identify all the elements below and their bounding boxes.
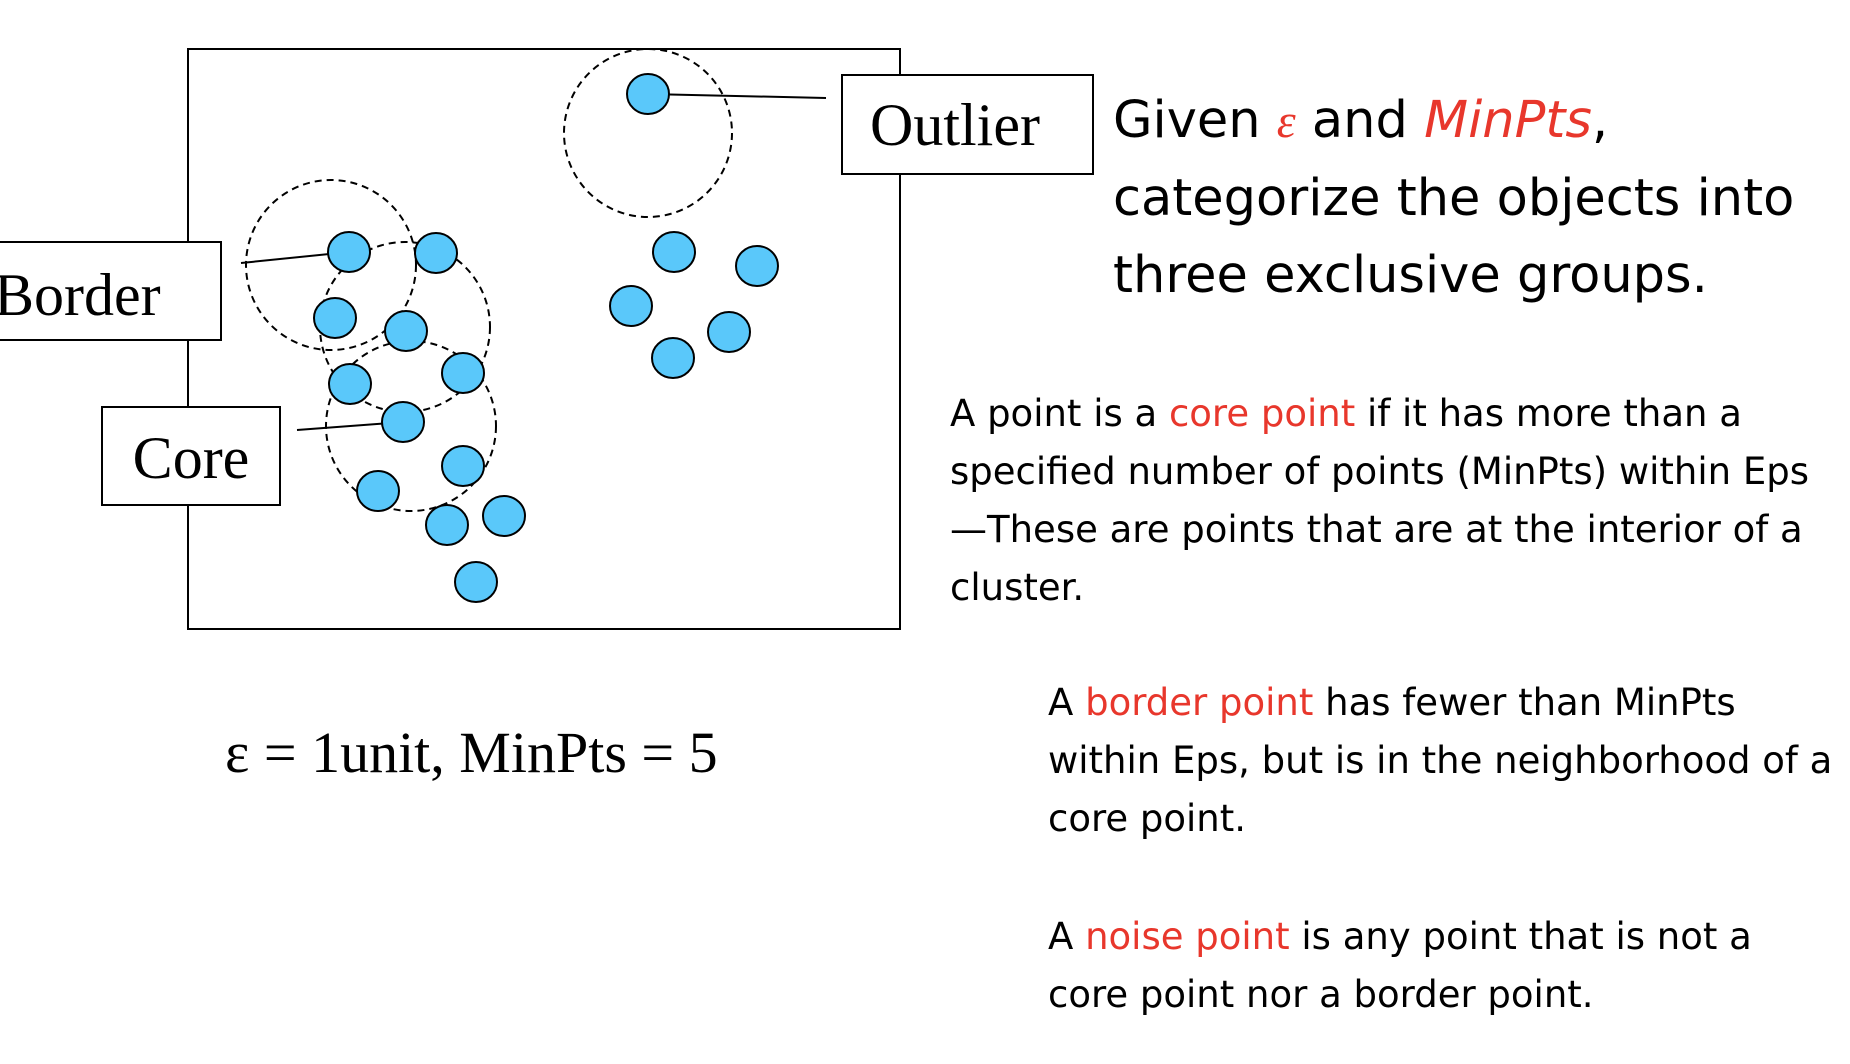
border-def-after: has fewer than MinPts within Eps, but is… (1048, 681, 1833, 840)
data-point (482, 495, 526, 537)
border-point-term: border point (1085, 681, 1314, 724)
data-point (384, 310, 428, 352)
core-point-term: core point (1168, 392, 1356, 435)
core-def-after: if it has more than a specified number o… (950, 392, 1809, 609)
parameter-values: ε = 1unit, MinPts = 5 (225, 720, 718, 785)
noise-point-term: noise point (1085, 915, 1290, 958)
core-label-frame (101, 406, 281, 506)
data-point (425, 504, 469, 546)
border-def-before: A (1048, 681, 1086, 724)
core-point-definition: A point is a core point if it has more t… (950, 385, 1830, 617)
outlier-neighborhood (563, 48, 733, 218)
noise-point-definition: A noise point is any point that is not a… (1048, 908, 1838, 1024)
core-label-box: Core (101, 406, 281, 506)
data-point (626, 73, 670, 115)
data-point (652, 231, 696, 273)
outlier-label-frame (841, 74, 1094, 175)
heading-minpts: MinPts (1424, 91, 1592, 150)
data-point (414, 232, 458, 274)
epsilon-neighborhoods (245, 48, 733, 512)
data-point (356, 470, 400, 512)
data-point (609, 285, 653, 327)
data-point (441, 352, 485, 394)
core-label: Core (133, 425, 250, 491)
outlier-label: Outlier (870, 92, 1040, 158)
heading-prefix: Given (1113, 91, 1277, 150)
data-point (454, 561, 498, 603)
outlier-callout-line (647, 93, 827, 99)
data-point (651, 337, 695, 379)
border-label: Border (0, 262, 161, 328)
noise-def-after: is any point that is not a core point no… (1048, 915, 1752, 1016)
data-point (327, 231, 371, 273)
border-label-box: Border (0, 241, 222, 341)
data-point (735, 245, 779, 287)
data-point (313, 297, 357, 339)
core-def-before: A point is a (950, 392, 1169, 435)
data-points (313, 73, 779, 603)
data-point (441, 445, 485, 487)
heading-and: and (1295, 91, 1425, 150)
border-neighborhood (245, 179, 417, 351)
heading-epsilon: ε (1276, 95, 1296, 148)
heading: Given ε and MinPts, categorize the objec… (1113, 82, 1843, 314)
data-point (328, 363, 372, 405)
data-point (707, 311, 751, 353)
border-label-frame (0, 241, 222, 341)
outlier-label-box: Outlier (841, 74, 1094, 175)
plot-frame (187, 48, 901, 630)
noise-def-before: A (1048, 915, 1086, 958)
border-point-definition: A border point has fewer than MinPts wit… (1048, 674, 1838, 848)
heading-rest: , categorize the objects into three excl… (1113, 91, 1795, 305)
data-point (381, 401, 425, 443)
